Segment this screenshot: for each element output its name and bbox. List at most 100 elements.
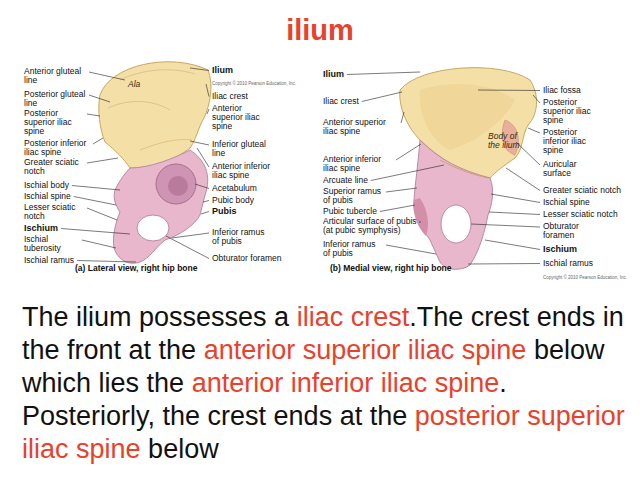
leader-line	[533, 95, 540, 103]
view-caption: (b) Medial view, right hip bone	[330, 264, 452, 273]
leader-line	[386, 188, 417, 192]
leader-line	[401, 112, 404, 123]
leader-line	[419, 222, 421, 223]
leader-lines	[61, 68, 540, 264]
part-label: Body of the ilium	[488, 132, 522, 150]
part-label: Greater sciatic notch	[543, 186, 621, 195]
highlight-term: iliac crest	[297, 302, 410, 332]
part-label: Ischial body	[24, 181, 69, 190]
leader-line	[206, 84, 209, 97]
leader-line	[93, 138, 103, 144]
part-label: Anterior inferior iliac spine	[323, 155, 393, 173]
part-label: Ischial spine	[543, 198, 590, 207]
gluteal-line	[140, 139, 192, 150]
part-label: Posterior inferior iliac spine	[543, 128, 603, 155]
view-caption: (a) Lateral view, right hip bone	[75, 264, 197, 273]
part-label: Lesser sciatic notch	[543, 210, 618, 219]
leader-line	[386, 245, 436, 254]
part-label: Iliac crest	[212, 92, 248, 101]
obturator-hole	[137, 215, 169, 241]
leader-line	[207, 109, 209, 114]
leader-line	[197, 148, 209, 167]
part-label: Pubic tubercle	[323, 207, 377, 216]
part-label: Greater sciatic notch	[24, 158, 84, 176]
paragraph-text: The ilium possesses a	[22, 302, 289, 332]
part-label: Posterior gluteal line	[24, 90, 86, 108]
highlight-term: anterior superior iliac spine	[204, 335, 527, 365]
leader-line	[190, 141, 209, 145]
part-label: Ischial spine	[24, 192, 71, 201]
gluteal-line	[120, 70, 195, 80]
part-label: Iliac crest	[323, 97, 359, 106]
obturator-hole	[441, 205, 471, 243]
highlight-term: anterior inferior iliac spine	[192, 368, 500, 398]
leader-line	[471, 224, 540, 227]
part-label: Pubic body	[212, 196, 254, 205]
part-label: Posterior inferior iliac spine	[24, 139, 90, 157]
leader-line	[489, 212, 540, 215]
leader-line	[203, 201, 209, 203]
part-label: Obturator foramen	[543, 222, 598, 240]
part-label: Inferior gluteal line	[212, 140, 270, 158]
gluteal-line	[108, 102, 170, 111]
part-label: Ala	[128, 80, 140, 89]
leader-line	[491, 194, 540, 203]
bone-name: Ischium	[24, 224, 58, 233]
leader-line	[506, 168, 540, 191]
part-label: Anterior gluteal line	[24, 67, 86, 85]
part-label: Auricular surface	[543, 160, 598, 178]
leader-line	[478, 90, 540, 92]
part-label: Arcuate line	[323, 176, 368, 185]
arcuate-ridge	[440, 160, 488, 178]
leader-line	[87, 158, 118, 163]
part-label: Obturator foramen	[212, 254, 281, 263]
part-label: Lesser sciatic notch	[24, 203, 84, 221]
leader-line	[362, 92, 402, 102]
part-label: Anterior superior iliac spine	[212, 104, 272, 131]
leader-line	[89, 95, 110, 102]
acetabulum-socket	[156, 164, 196, 204]
ischium-pubis	[113, 150, 207, 263]
leader-line	[201, 212, 209, 215]
bone-name: Ischium	[543, 245, 577, 254]
leader-line	[82, 240, 116, 248]
leader-line	[87, 208, 117, 220]
acetabular-fossa	[168, 176, 188, 196]
leader-line	[166, 236, 209, 259]
leader-line	[190, 68, 209, 71]
copyright-note: Copyright © 2010 Pearson Education, Inc.	[212, 81, 296, 86]
leader-line	[87, 114, 100, 116]
part-label: Acetabulum	[212, 184, 257, 193]
leader-line	[396, 144, 421, 160]
part-label: Inferior ramus of pubis	[323, 240, 383, 258]
part-label: Ischial ramus	[543, 259, 593, 268]
leader-line	[172, 233, 209, 238]
leader-line	[371, 165, 444, 181]
ischium-pubis	[414, 140, 493, 269]
leader-line	[485, 240, 540, 250]
leader-line	[195, 184, 209, 189]
leader-line	[468, 263, 540, 265]
part-label: Posterior superior iliac spine	[24, 109, 84, 136]
part-label: Ischial tuberosity	[24, 235, 79, 253]
part-label: Anterior superior iliac spine	[323, 118, 398, 136]
leader-line	[528, 128, 540, 133]
body-paragraph: The ilium possesses ailiac crest.The cre…	[22, 301, 630, 466]
slide-title: ilium	[0, 14, 640, 47]
part-label: Articular surface of pubis (at pubic sym…	[323, 217, 418, 235]
leader-line	[89, 72, 125, 80]
bone-name: Ilium	[323, 70, 344, 79]
leader-line	[77, 261, 136, 263]
bone-name: Ilium	[212, 66, 233, 75]
part-label: Posterior superior iliac spine	[543, 98, 603, 125]
medial-hip-bone	[400, 68, 537, 270]
part-label: Iliac fossa	[543, 86, 581, 95]
part-label: Inferior ramus of pubis	[212, 228, 272, 246]
part-label: Superior ramus of pubis	[323, 187, 383, 205]
leader-line	[72, 186, 120, 191]
copyright-note: Copyright © 2010 Pearson Education, Inc.	[543, 275, 627, 280]
leader-line	[61, 229, 130, 235]
paragraph-text: below	[148, 434, 219, 464]
part-label: Ischial ramus	[24, 256, 74, 265]
